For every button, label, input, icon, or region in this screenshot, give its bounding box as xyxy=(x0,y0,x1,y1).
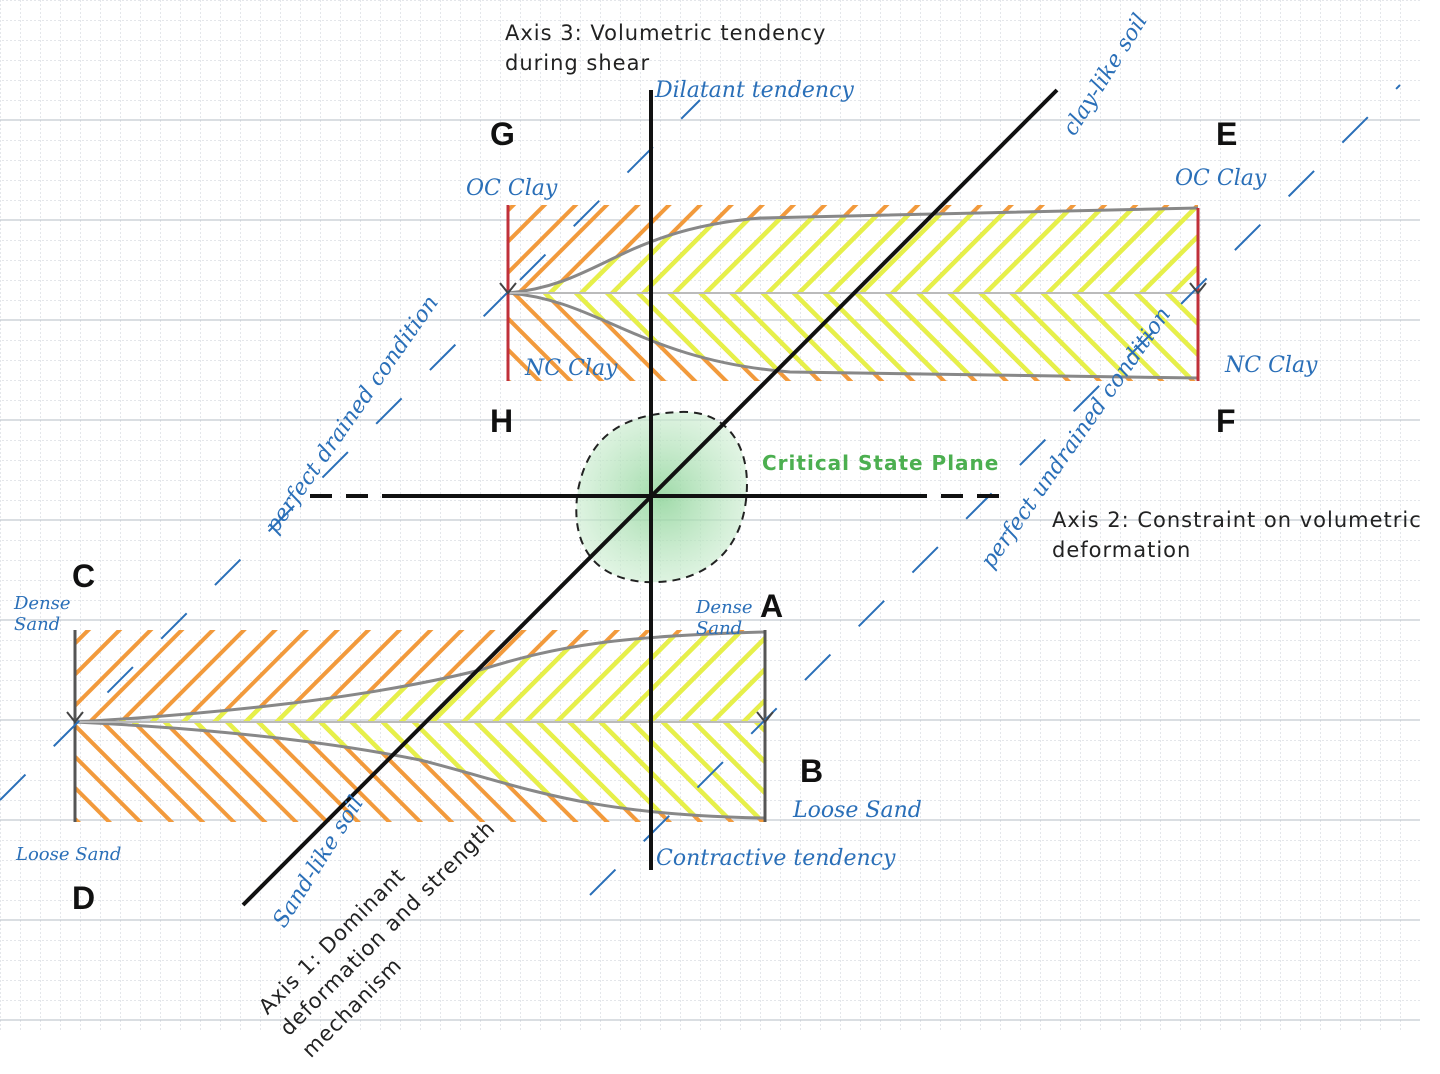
drained-guide-line xyxy=(0,84,1401,896)
nc-clay-left-label: NC Clay xyxy=(525,356,618,381)
upper-band-yellow-bottom xyxy=(508,293,1198,378)
lower-band-yellow-top xyxy=(75,632,765,722)
lower-band-boundary-bottom xyxy=(74,720,766,820)
dense-sand-right-label: Dense Sand xyxy=(696,597,753,639)
corner-a: A xyxy=(760,588,784,624)
corner-h: H xyxy=(490,403,514,439)
axis-1-diagonal xyxy=(241,88,1059,907)
loose-sand-left-label: Loose Sand xyxy=(16,844,122,865)
oc-clay-left-label: OC Clay xyxy=(466,176,558,201)
corner-c: C xyxy=(72,558,96,594)
oc-clay-right-label: OC Clay xyxy=(1175,166,1267,191)
corner-d: D xyxy=(72,880,96,916)
critical-state-plane-label: Critical State Plane xyxy=(762,451,1000,475)
upper-band-boundary-top xyxy=(507,206,1199,295)
lower-band-boundary-top xyxy=(74,630,766,724)
lower-band-yellow-bottom xyxy=(75,722,765,818)
upper-band-clay xyxy=(506,205,1200,381)
corner-f: F xyxy=(1216,403,1236,439)
corner-b: B xyxy=(800,753,824,789)
dilatant-tendency-label: Dilatant tendency xyxy=(655,78,854,103)
contractive-tendency-label: Contractive tendency xyxy=(656,846,896,871)
edge-arrow-markers xyxy=(66,282,1207,724)
axis-2-title: Axis 2: Constraint on volumetric deforma… xyxy=(1052,508,1422,563)
corner-e: E xyxy=(1216,116,1238,152)
dense-sand-left-label: Dense Sand xyxy=(14,593,71,635)
upper-band-boundary-bottom xyxy=(507,291,1199,380)
upper-band-yellow-top xyxy=(508,208,1198,293)
corner-g: G xyxy=(490,116,515,152)
axis-3-title: Axis 3: Volumetric tendency during shear xyxy=(505,21,827,76)
loose-sand-right-label: Loose Sand xyxy=(793,798,922,823)
nc-clay-right-label: NC Clay xyxy=(1225,353,1318,378)
